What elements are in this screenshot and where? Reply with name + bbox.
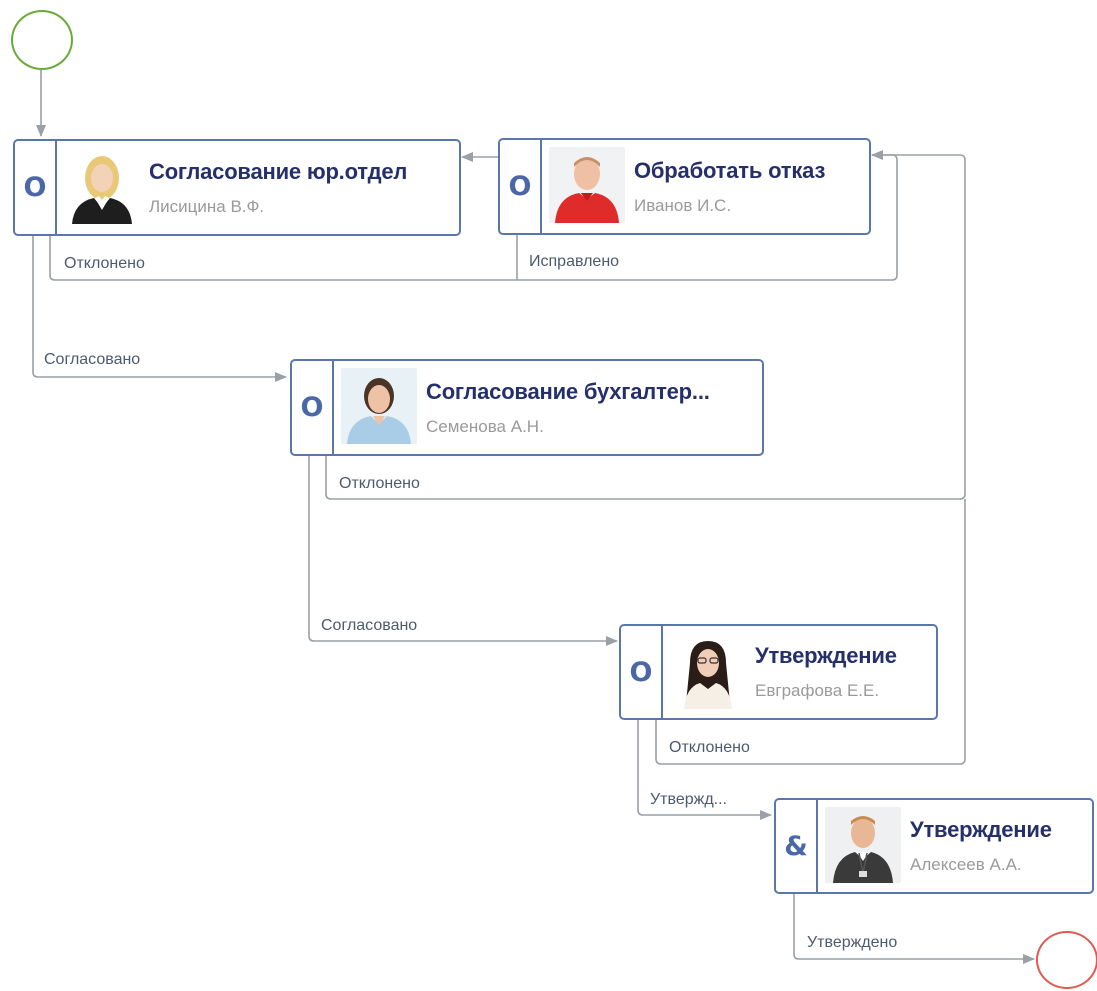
edge-approval-rejected (655, 499, 966, 765)
task-type-marker: O (292, 361, 334, 454)
edge-accounting-approved (308, 455, 618, 646)
edge-label-accounting-rejected[interactable]: Отклонено (339, 475, 420, 492)
female-avatar-glasses-icon (670, 633, 746, 709)
edge-final-approved (793, 893, 1035, 964)
task-title: Обработать отказ (634, 157, 826, 183)
assignee-name: Семенова А.Н. (426, 416, 544, 436)
task-title: Утверждение (910, 817, 1052, 842)
edge-accounting-rejected (325, 154, 966, 500)
task-type-marker: & (776, 800, 818, 892)
female-avatar-blonde-icon (64, 148, 140, 224)
male-avatar-badge-icon (825, 807, 901, 883)
task-title: Согласование бухгалтер... (426, 378, 710, 404)
assignee-name: Евграфова Е.Е. (755, 681, 880, 700)
task-node-accounting-approval[interactable]: O Согласование бухгалтер... Семенова А.Н… (290, 359, 764, 456)
edge-label-approval-partial[interactable]: Утвержд... (650, 791, 727, 808)
edge-label-fixed[interactable]: Исправлено (529, 253, 620, 270)
assignee-name: Алексеев А.А. (910, 855, 1022, 874)
task-type-marker: O (15, 141, 57, 234)
task-title: Утверждение (755, 643, 897, 668)
male-avatar-red-shirt-icon (549, 147, 625, 223)
task-title: Согласование юр.отдел (149, 158, 408, 184)
task-node-final-approval[interactable]: & Утверждение Алексеев А.А. (774, 798, 1094, 894)
edge-label-legal-approved[interactable]: Согласовано (44, 351, 141, 368)
edge-label-approval-rejected[interactable]: Отклонено (669, 739, 750, 756)
edge-label-final-approved[interactable]: Утверждено (807, 934, 898, 951)
edge-legal-rejected (49, 150, 898, 281)
end-event[interactable] (1036, 931, 1097, 989)
task-node-process-rejection[interactable]: O Обработать отказ Иванов И.С. (498, 138, 871, 235)
task-node-legal-approval[interactable]: O Согласование юр.отдел Лисицина В.Ф. (13, 139, 461, 236)
start-event[interactable] (11, 10, 73, 70)
task-type-marker: O (621, 626, 663, 718)
task-type-marker: O (500, 140, 542, 233)
edge-approval-partial (637, 719, 772, 820)
edge-legal-approved (32, 236, 287, 382)
task-node-approval[interactable]: O Утверждение Евграфова Е.Е. (619, 624, 938, 720)
assignee-name: Иванов И.С. (634, 195, 732, 215)
female-avatar-blue-shirt-icon (341, 368, 417, 444)
assignee-name: Лисицина В.Ф. (149, 196, 265, 216)
edge-label-accounting-approved[interactable]: Согласовано (321, 617, 418, 634)
edge-label-legal-rejected[interactable]: Отклонено (64, 255, 145, 272)
